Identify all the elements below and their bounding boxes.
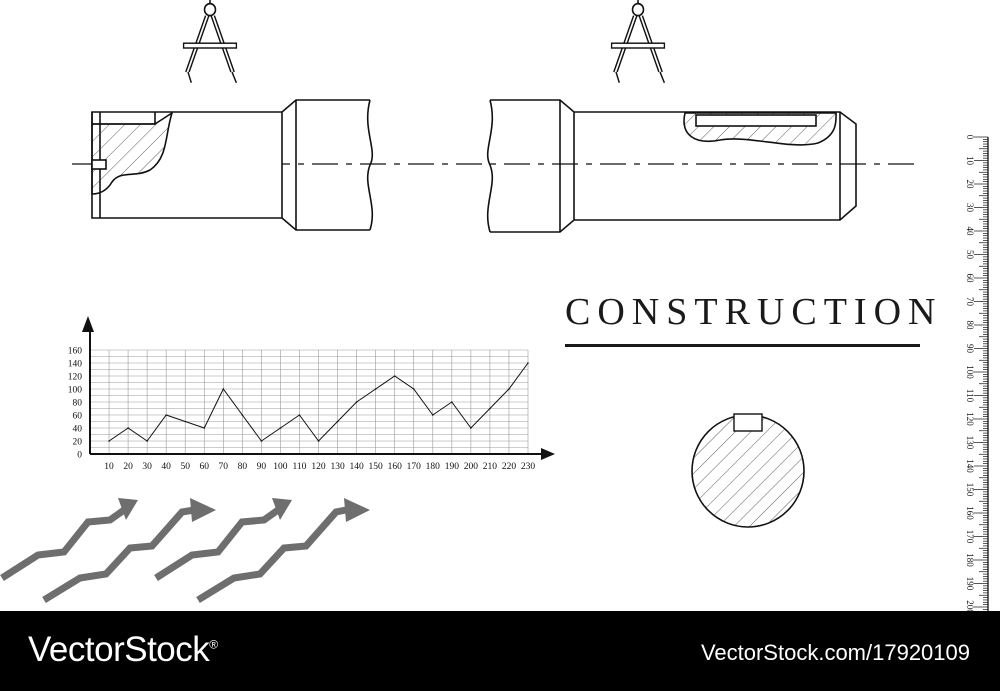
data-point [527,362,529,364]
x-tick-label: 120 [311,462,326,472]
data-point [203,427,206,429]
data-point [489,407,491,410]
y-tick-label: 140 [68,360,83,370]
y-tick-label: 40 [73,425,83,435]
x-tick-label: 90 [257,462,267,472]
ruler-label: 130 [965,436,975,450]
y-tick-label: 100 [68,386,83,396]
data-point [451,401,453,403]
ruler-label: 30 [965,203,975,213]
shaft-right-view [486,99,857,233]
vertical-ruler: 0 10 20 30 40 50 60 70 80 90 100 110 120 130 140 150 160… [965,135,989,611]
y-tick-label: 20 [73,438,83,448]
data-point [298,414,301,416]
y-axis-arrow [82,316,94,332]
data-point [260,440,263,442]
x-tick-label: 220 [502,462,517,472]
x-tick-label: 60 [200,462,210,472]
y-tick-label: 80 [73,399,83,409]
data-point [279,427,282,429]
data-point [393,375,396,377]
data-point [470,427,472,429]
x-tick-label: 10 [104,462,114,472]
brand-logo: VectorStock® [28,630,218,670]
data-point [336,420,339,423]
x-tick-label: 40 [161,462,171,472]
data-point [184,420,187,423]
ruler-label: 70 [965,297,975,307]
ruler-label: 20 [965,180,975,190]
ruler-label: 40 [965,227,975,237]
data-point [508,388,510,390]
ruler-label: 160 [965,506,975,520]
ruler-label: 120 [965,412,975,426]
ruler-label: 170 [965,530,975,544]
ruler-label: 60 [965,274,975,284]
x-tick-label: 50 [180,462,190,472]
x-tick-label: 190 [445,462,460,472]
data-point [127,427,129,429]
x-tick-label: 130 [330,462,345,472]
x-tick-label: 200 [464,462,479,472]
stock-url: VectorStock.com/17920109 [700,640,970,665]
y-tick-label: 160 [68,347,83,357]
trend-arrow-icon [0,498,370,603]
x-tick-label: 180 [426,462,441,472]
title-underline [565,344,920,347]
y-tick-label: 0 [77,451,82,461]
x-tick-label: 20 [123,462,133,472]
y-tick-label: 60 [73,412,83,422]
footer-bar: VectorStock® VectorStock.com/17920109 [0,611,1000,691]
ruler-label: 100 [965,365,975,379]
x-tick-label: 210 [483,462,498,472]
ruler-label: 140 [965,459,975,473]
ruler-label: 180 [965,553,975,567]
ruler-label: 0 [965,135,975,140]
data-point [108,440,110,442]
x-tick-label: 30 [142,462,152,472]
shaft-left-view [91,99,374,231]
ruler-label: 90 [965,344,975,354]
ruler-label: 10 [965,156,975,166]
x-axis-arrow [541,448,555,460]
data-point [317,440,320,442]
data-point [222,388,225,390]
compass-icon [182,0,238,84]
page-title: CONSTRUCTION [565,291,943,333]
shaft-cross-section [691,413,805,528]
x-tick-label: 70 [219,462,229,472]
x-tick-label: 150 [369,462,384,472]
ruler-label: 50 [965,250,975,260]
data-point [165,414,167,416]
ruler-label: 80 [965,321,975,331]
ruler-label: 190 [965,577,975,591]
brand-name: VectorStock [28,630,210,669]
x-tick-label: 140 [349,462,364,472]
data-point [412,388,415,390]
x-tick-label: 80 [238,462,248,472]
compass-icon [610,0,666,84]
data-point [146,440,148,442]
x-tick-label: 170 [407,462,422,472]
x-tick-label: 110 [293,462,307,472]
data-point [355,401,358,403]
data-point [241,414,244,416]
ruler-label: 200 [965,600,975,611]
x-tick-label: 100 [273,462,288,472]
data-point [431,414,434,416]
ruler-label: 150 [965,483,975,497]
x-tick-label: 160 [388,462,403,472]
brand-mark: ® [209,637,218,652]
line-chart: 0 20 40 60 80 100 120 140 160 10 20 30 40 50 60 70 80 90 1… [68,316,555,472]
y-tick-label: 120 [68,373,83,383]
ruler-label: 110 [965,389,975,403]
x-tick-label: 230 [521,462,536,472]
data-point [374,388,377,390]
